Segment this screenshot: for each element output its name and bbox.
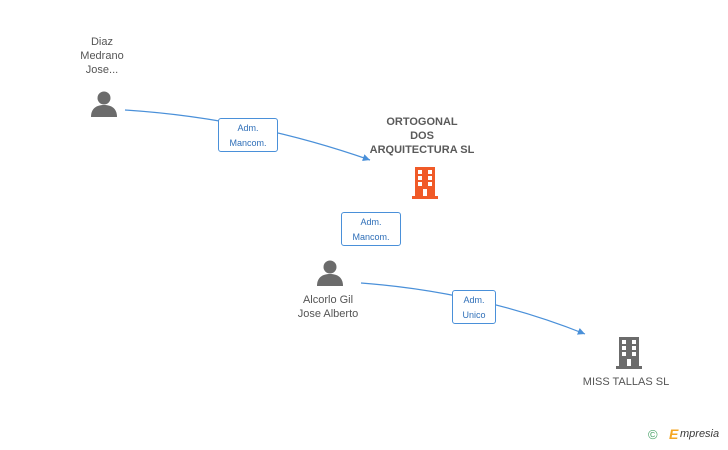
person-name-diaz[interactable]: Diaz Medrano Jose... xyxy=(80,36,124,76)
edge-label-alcorlo-to-ortogonal[interactable]: Adm. Mancom. xyxy=(341,212,401,246)
edge-label-alcorlo-to-miss-tallas[interactable]: Adm. Unico xyxy=(452,290,496,324)
empresia-logo-text: mpresia xyxy=(680,428,720,440)
person-icon[interactable] xyxy=(315,258,345,288)
empresia-logo-initial: E xyxy=(669,426,679,442)
copyright-icon: © xyxy=(648,427,658,442)
building-icon[interactable] xyxy=(409,165,441,199)
person-icon[interactable] xyxy=(89,89,119,119)
company-name-ortogonal[interactable]: ORTOGONAL DOS ARQUITECTURA SL xyxy=(369,116,475,156)
person-name-alcorlo[interactable]: Alcorlo Gil Jose Alberto xyxy=(297,294,359,320)
company-name-miss-tallas[interactable]: MISS TALLAS SL xyxy=(582,376,670,388)
edge-label-diaz-to-ortogonal[interactable]: Adm. Mancom. xyxy=(218,118,278,152)
brand-footer: © E mpresia xyxy=(638,426,728,444)
building-icon[interactable] xyxy=(613,335,645,369)
